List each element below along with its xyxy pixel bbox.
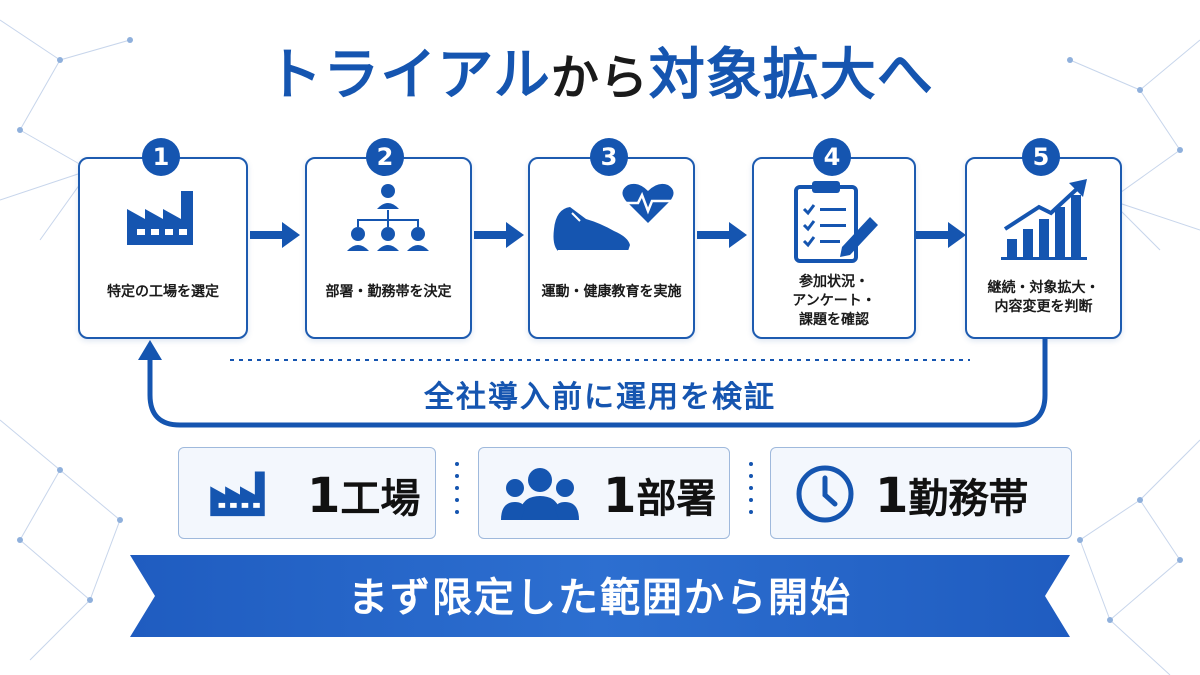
step-4-label-line-2: アンケート・ bbox=[792, 292, 876, 309]
step-1-box: 特定の工場を選定 bbox=[78, 157, 248, 339]
step-3-box: 運動・健康教育を実施 bbox=[528, 157, 695, 339]
divider-dots-2 bbox=[749, 462, 753, 514]
scope-department-unit: 部署 bbox=[636, 476, 717, 522]
step-2-number: 2 bbox=[366, 138, 404, 176]
scope-factory: 1工場 bbox=[178, 447, 436, 539]
step-5-label: 継続・対象拡大・ 内容変更を判断 bbox=[967, 279, 1120, 317]
flow-arrow-4 bbox=[916, 222, 966, 248]
scope-department: 1部署 bbox=[478, 447, 730, 539]
step-4-label-line-3: 課題を確認 bbox=[799, 311, 869, 328]
step-4-number: 4 bbox=[813, 138, 851, 176]
factory-icon bbox=[210, 471, 265, 517]
flow-arrow-2 bbox=[474, 222, 524, 248]
flow-arrow-3 bbox=[697, 222, 747, 248]
step-3-label: 運動・健康教育を実施 bbox=[541, 284, 682, 300]
growth-chart-icon bbox=[1001, 179, 1087, 260]
title-part-2: から bbox=[550, 50, 649, 106]
step-5-number: 5 bbox=[1022, 138, 1060, 176]
step-2-label: 部署・勤務帯を決定 bbox=[325, 284, 452, 300]
scope-factory-unit: 工場 bbox=[340, 476, 421, 522]
clock-icon bbox=[796, 465, 854, 523]
org-chart-icon bbox=[347, 184, 429, 251]
step-4-label-line-1: 参加状況・ bbox=[799, 274, 869, 290]
loop-label: 全社導入前に運用を検証 bbox=[424, 380, 776, 415]
scope-factory-text: 1工場 bbox=[307, 466, 420, 524]
divider-dots-1 bbox=[455, 462, 459, 514]
scope-shift-text: 1勤務帯 bbox=[875, 466, 1028, 524]
scope-shift: 1勤務帯 bbox=[770, 447, 1072, 539]
factory-icon bbox=[127, 191, 193, 245]
step-1-label: 特定の工場を選定 bbox=[107, 284, 219, 300]
step-3-number: 3 bbox=[590, 138, 628, 176]
banner-text: まず限定した範囲から開始 bbox=[348, 575, 852, 621]
step-2-box: 部署・勤務帯を決定 bbox=[305, 157, 472, 339]
scope-department-text: 1部署 bbox=[603, 466, 716, 524]
page-title: トライアルから対象拡大へ bbox=[0, 42, 1200, 109]
step-4-label: 参加状況・ アンケート・ 課題を確認 bbox=[754, 273, 914, 330]
title-part-3: 対象拡大へ bbox=[648, 43, 934, 108]
clipboard-checklist-icon bbox=[794, 181, 878, 263]
title-part-1: トライアル bbox=[266, 43, 551, 108]
flow-arrow-1 bbox=[250, 222, 300, 248]
step-5-box: 継続・対象拡大・ 内容変更を判断 bbox=[965, 157, 1122, 339]
sneaker-heart-icon bbox=[553, 183, 674, 252]
step-4-box: 参加状況・ アンケート・ 課題を確認 bbox=[752, 157, 916, 339]
scope-department-number: 1 bbox=[603, 468, 637, 524]
step-1-number: 1 bbox=[142, 138, 180, 176]
scope-shift-number: 1 bbox=[875, 468, 909, 524]
scope-shift-unit: 勤務帯 bbox=[908, 476, 1029, 522]
bottom-banner bbox=[130, 555, 1070, 637]
step-5-label-line-2: 内容変更を判断 bbox=[994, 298, 1093, 315]
scope-factory-number: 1 bbox=[307, 468, 341, 524]
people-group-icon bbox=[501, 468, 579, 520]
step-5-label-line-1: 継続・対象拡大・ bbox=[987, 280, 1100, 296]
